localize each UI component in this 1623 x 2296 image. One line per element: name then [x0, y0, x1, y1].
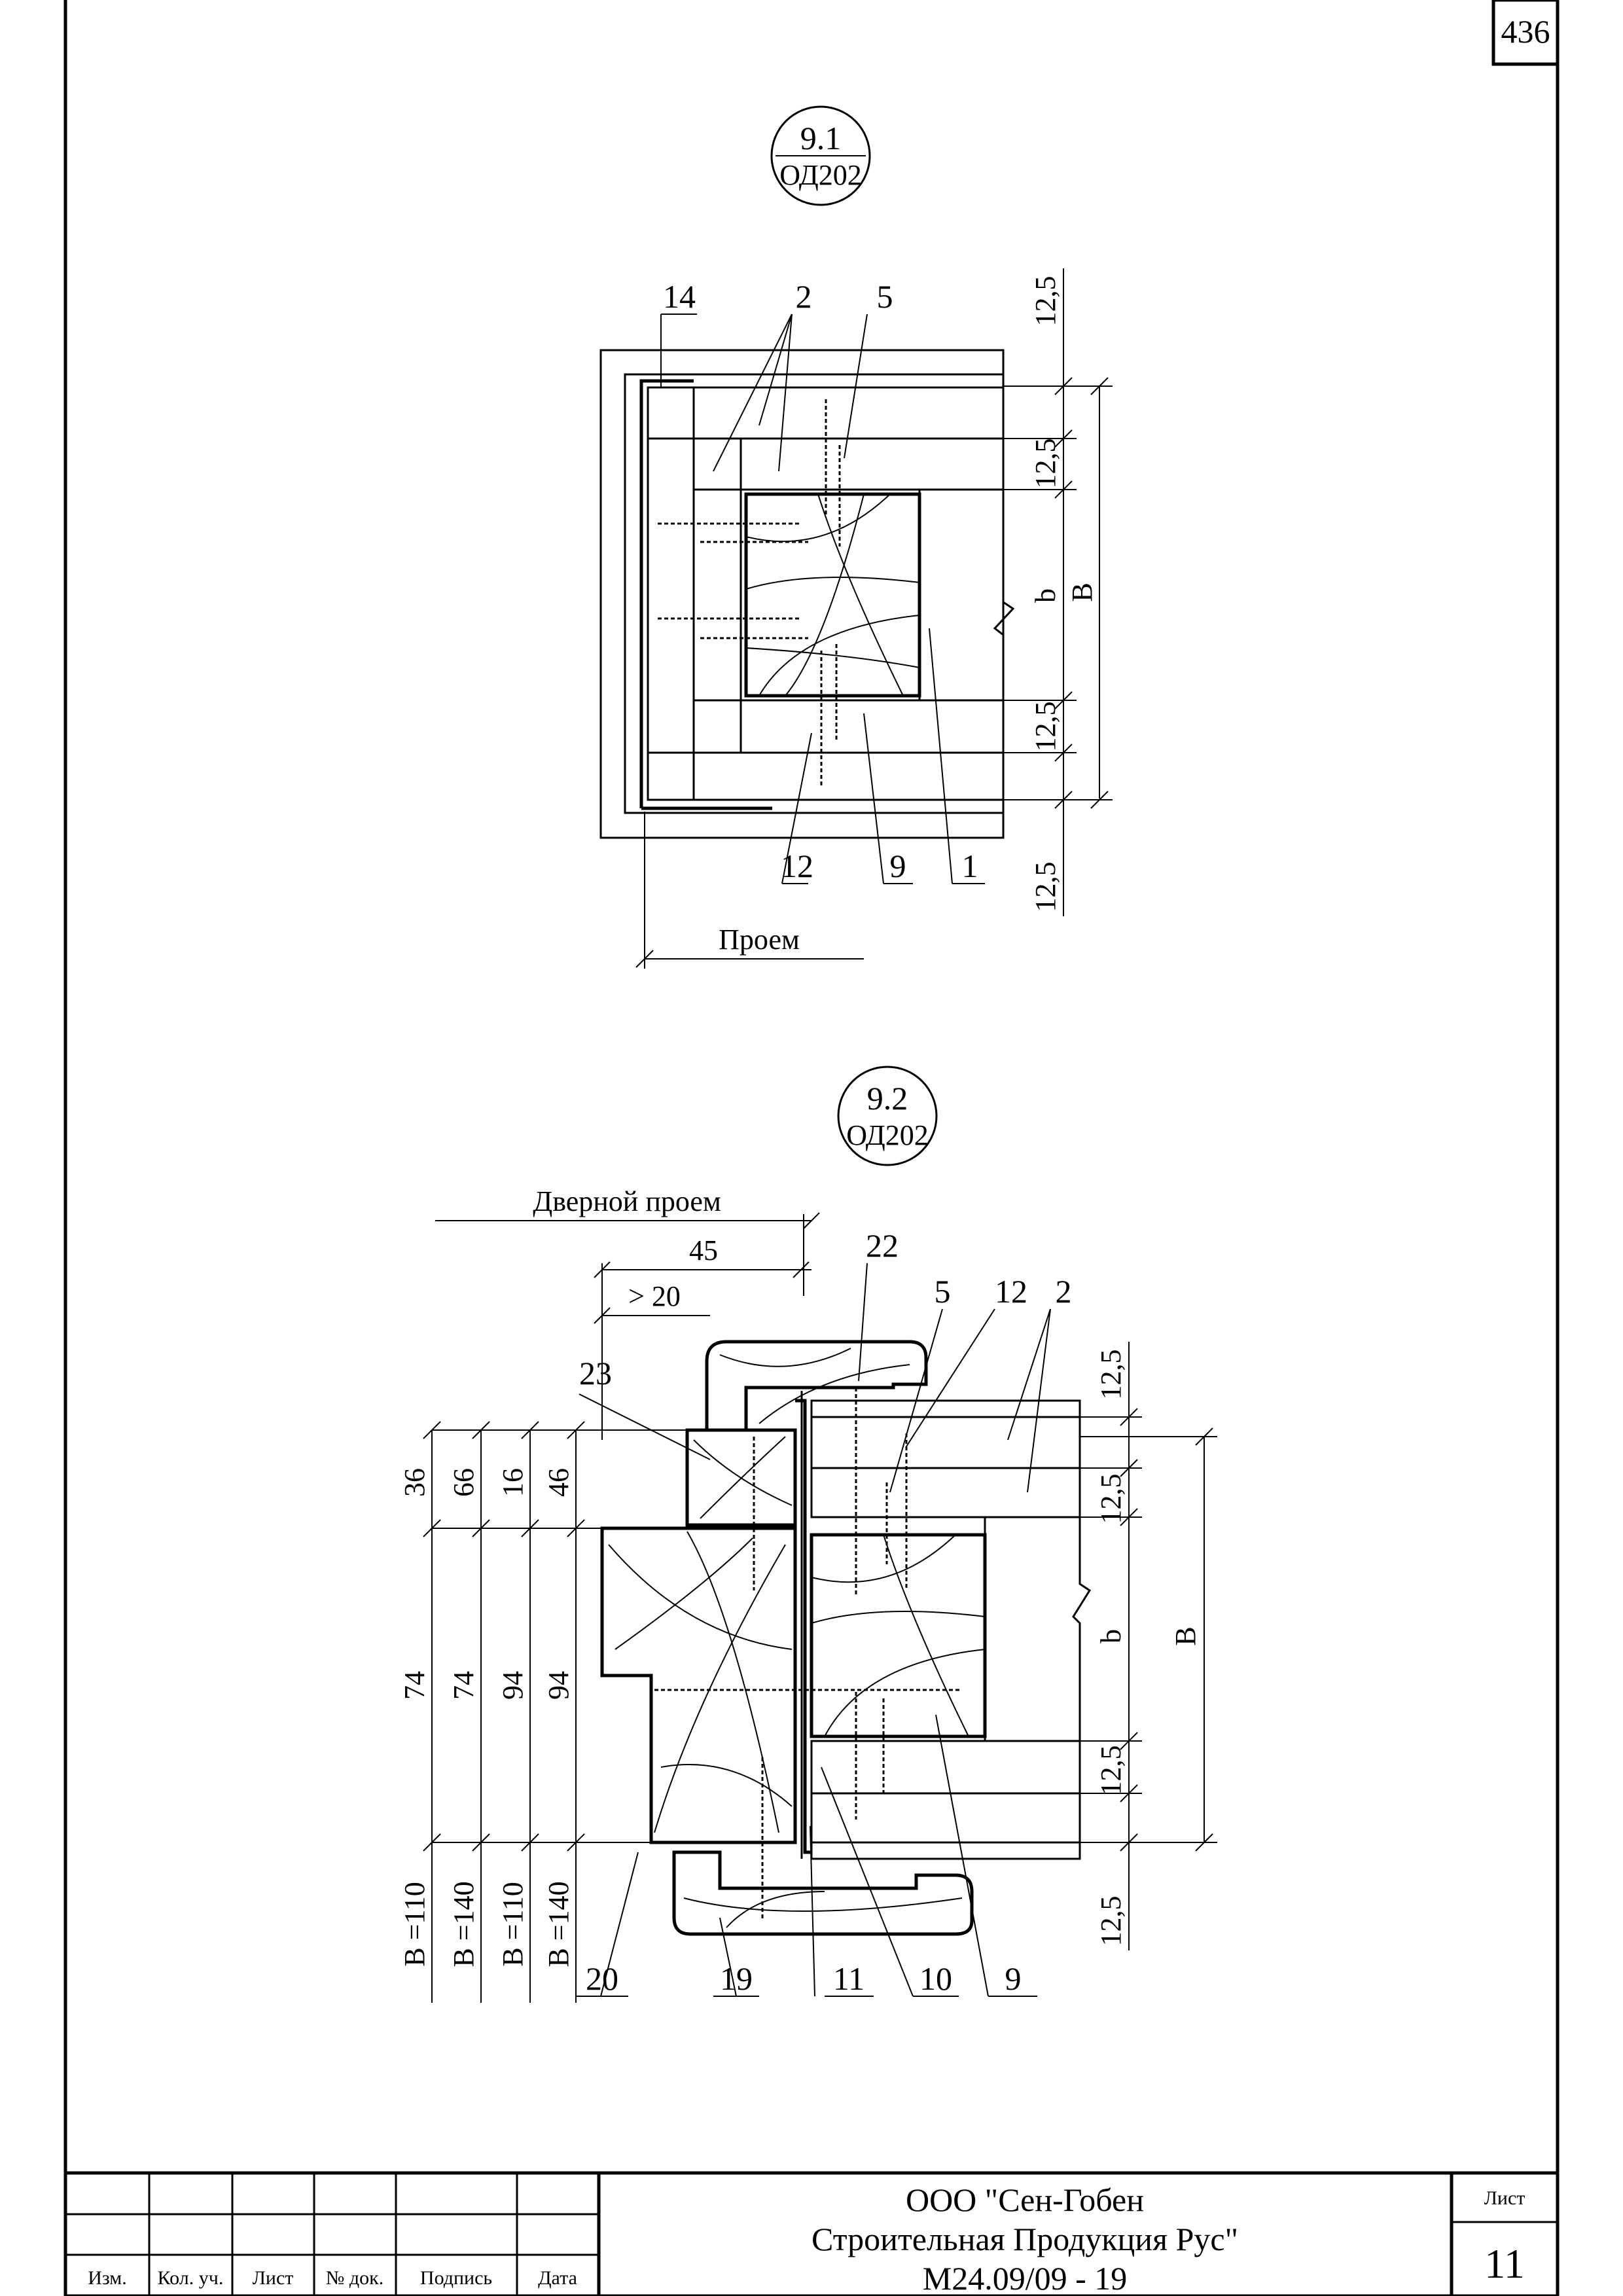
detail-9-2-dim-B: B [1169, 1626, 1202, 1645]
sheet-frame [63, 0, 1560, 2296]
detail-9-2-board-layer-4 [810, 1792, 1081, 1844]
detail-9-1-callout-5: 5 [877, 278, 893, 315]
detail-9-2-callout-10: 10 [919, 1960, 952, 1997]
detail-9-2-dim-bottom-1: 12,5 [1095, 1746, 1127, 1796]
detail-9-2-callout-19: 19 [720, 1960, 753, 1997]
detail-9-2-bottom-casing [672, 1850, 974, 1936]
detail-9-2-marker-number: 9.2 [867, 1080, 908, 1117]
detail-9-1-marker [770, 105, 871, 206]
detail-9-1-dim-b: b [1029, 588, 1061, 603]
detail-9-2-left-dim-3-bottom: B =110 [497, 1882, 529, 1967]
title-block-company-line2: Строительная Продукция Рус" [812, 2221, 1238, 2257]
detail-9-2-left-dim-4-bottom: B =140 [543, 1881, 575, 1967]
title-block-company-line1: ООО "Сен-Гобен [906, 2181, 1144, 2218]
title-block-col-list: Лист [253, 2267, 294, 2289]
detail-9-2-left-dim-3-top: 16 [497, 1468, 529, 1497]
title-block-col-signature: Подпись [420, 2267, 492, 2289]
detail-9-1-callout-1: 1 [962, 848, 978, 884]
detail-9-2-dim-45: 45 [689, 1234, 718, 1266]
sheet-number-top: 436 [1501, 13, 1550, 50]
detail-9-1-marker-sheet: ОД202 [779, 159, 862, 191]
title-block-col-doc-no: № док. [326, 2267, 383, 2289]
detail-9-1-callout-12: 12 [781, 848, 813, 884]
detail-9-1-callout-2: 2 [796, 278, 812, 315]
detail-9-1: 9.1 ОД202 [599, 105, 1113, 969]
detail-9-1-marker-number: 9.1 [800, 120, 842, 156]
detail-9-2-screws [654, 1388, 962, 1921]
detail-9-2-callout-2: 2 [1056, 1273, 1072, 1310]
detail-9-2-board-layer-2 [810, 1467, 1081, 1518]
detail-9-1-dim-top-1: 12,5 [1029, 276, 1061, 327]
detail-9-2-left-dim-4-top: 46 [543, 1468, 575, 1497]
detail-9-1-timber [744, 492, 921, 698]
detail-9-2-callout-11: 11 [833, 1960, 865, 1997]
detail-9-2-left-dim-3-mid: 94 [497, 1671, 529, 1700]
detail-9-2-dim-top-1: 12,5 [1095, 1350, 1127, 1400]
detail-9-1-dim-bottom-1: 12,5 [1029, 702, 1061, 752]
detail-9-2-dim-gt20: > 20 [628, 1280, 681, 1312]
detail-9-2-callout-22: 22 [866, 1227, 899, 1264]
detail-9-1-screws [658, 399, 841, 785]
detail-9-2-dim-bottom-2: 12,5 [1095, 1896, 1127, 1946]
detail-9-2-left-dim-2-mid: 74 [448, 1671, 480, 1700]
title-block-col-date: Дата [538, 2267, 577, 2289]
detail-9-2-dim-top-2: 12,5 [1095, 1474, 1127, 1524]
detail-9-2-left-dim-1-mid: 74 [399, 1671, 431, 1700]
detail-9-2-callout-12: 12 [995, 1273, 1027, 1310]
detail-9-2-callout-9: 9 [1005, 1960, 1022, 1997]
detail-9-2-door-frame [600, 1526, 797, 1844]
detail-9-2-timber [810, 1533, 987, 1738]
detail-9-2-marker [837, 1066, 938, 1166]
detail-9-2-marker-sheet: ОД202 [846, 1119, 929, 1151]
detail-9-2-left-dim-1-top: 36 [399, 1468, 431, 1497]
detail-9-1-insulation [918, 488, 1015, 702]
title-block-doc-code: М24.09/09 - 19 [923, 2260, 1128, 2296]
title-block-sheet-label: Лист [1484, 2187, 1525, 2209]
detail-9-1-board-layer-4 [647, 751, 1005, 801]
detail-9-1-dim-bottom-2: 12,5 [1029, 862, 1061, 912]
detail-9-2-left-dim-2-bottom: B =140 [448, 1881, 480, 1967]
detail-9-2-insulation [984, 1516, 1092, 1742]
title-block [63, 2171, 1560, 2296]
detail-9-1-callout-9: 9 [890, 848, 906, 884]
detail-9-2: 9.2 ОД202 Дверной проем 45 > 20 [399, 1066, 1217, 2003]
detail-9-2-block-23 [685, 1428, 797, 1527]
detail-9-2-callout-23: 23 [579, 1355, 612, 1391]
detail-9-2-left-dim-4-mid: 94 [543, 1671, 575, 1700]
detail-9-2-top-casing [705, 1340, 928, 1432]
title-block-col-kol-uch: Кол. уч. [158, 2267, 224, 2289]
detail-9-2-board-layer-1 [810, 1416, 1081, 1469]
detail-9-2-callout-20: 20 [586, 1960, 618, 1997]
detail-9-2-opening-label: Дверной проем [533, 1185, 721, 1217]
detail-9-1-dim-B: B [1066, 583, 1098, 601]
title-block-col-izm: Изм. [88, 2267, 127, 2289]
title-block-sheet-number: 11 [1484, 2240, 1525, 2287]
detail-9-2-dim-b: b [1095, 1629, 1127, 1643]
detail-9-1-outer-board [599, 349, 1005, 839]
detail-9-2-callout-5: 5 [935, 1273, 951, 1310]
detail-9-1-dim-top-2: 12,5 [1029, 439, 1061, 489]
detail-9-1-opening-label: Проем [719, 924, 800, 956]
detail-9-1-callout-14: 14 [663, 278, 696, 315]
detail-9-2-left-dim-1-bottom: B =110 [399, 1882, 431, 1967]
detail-9-2-left-dim-2-top: 66 [448, 1468, 480, 1497]
